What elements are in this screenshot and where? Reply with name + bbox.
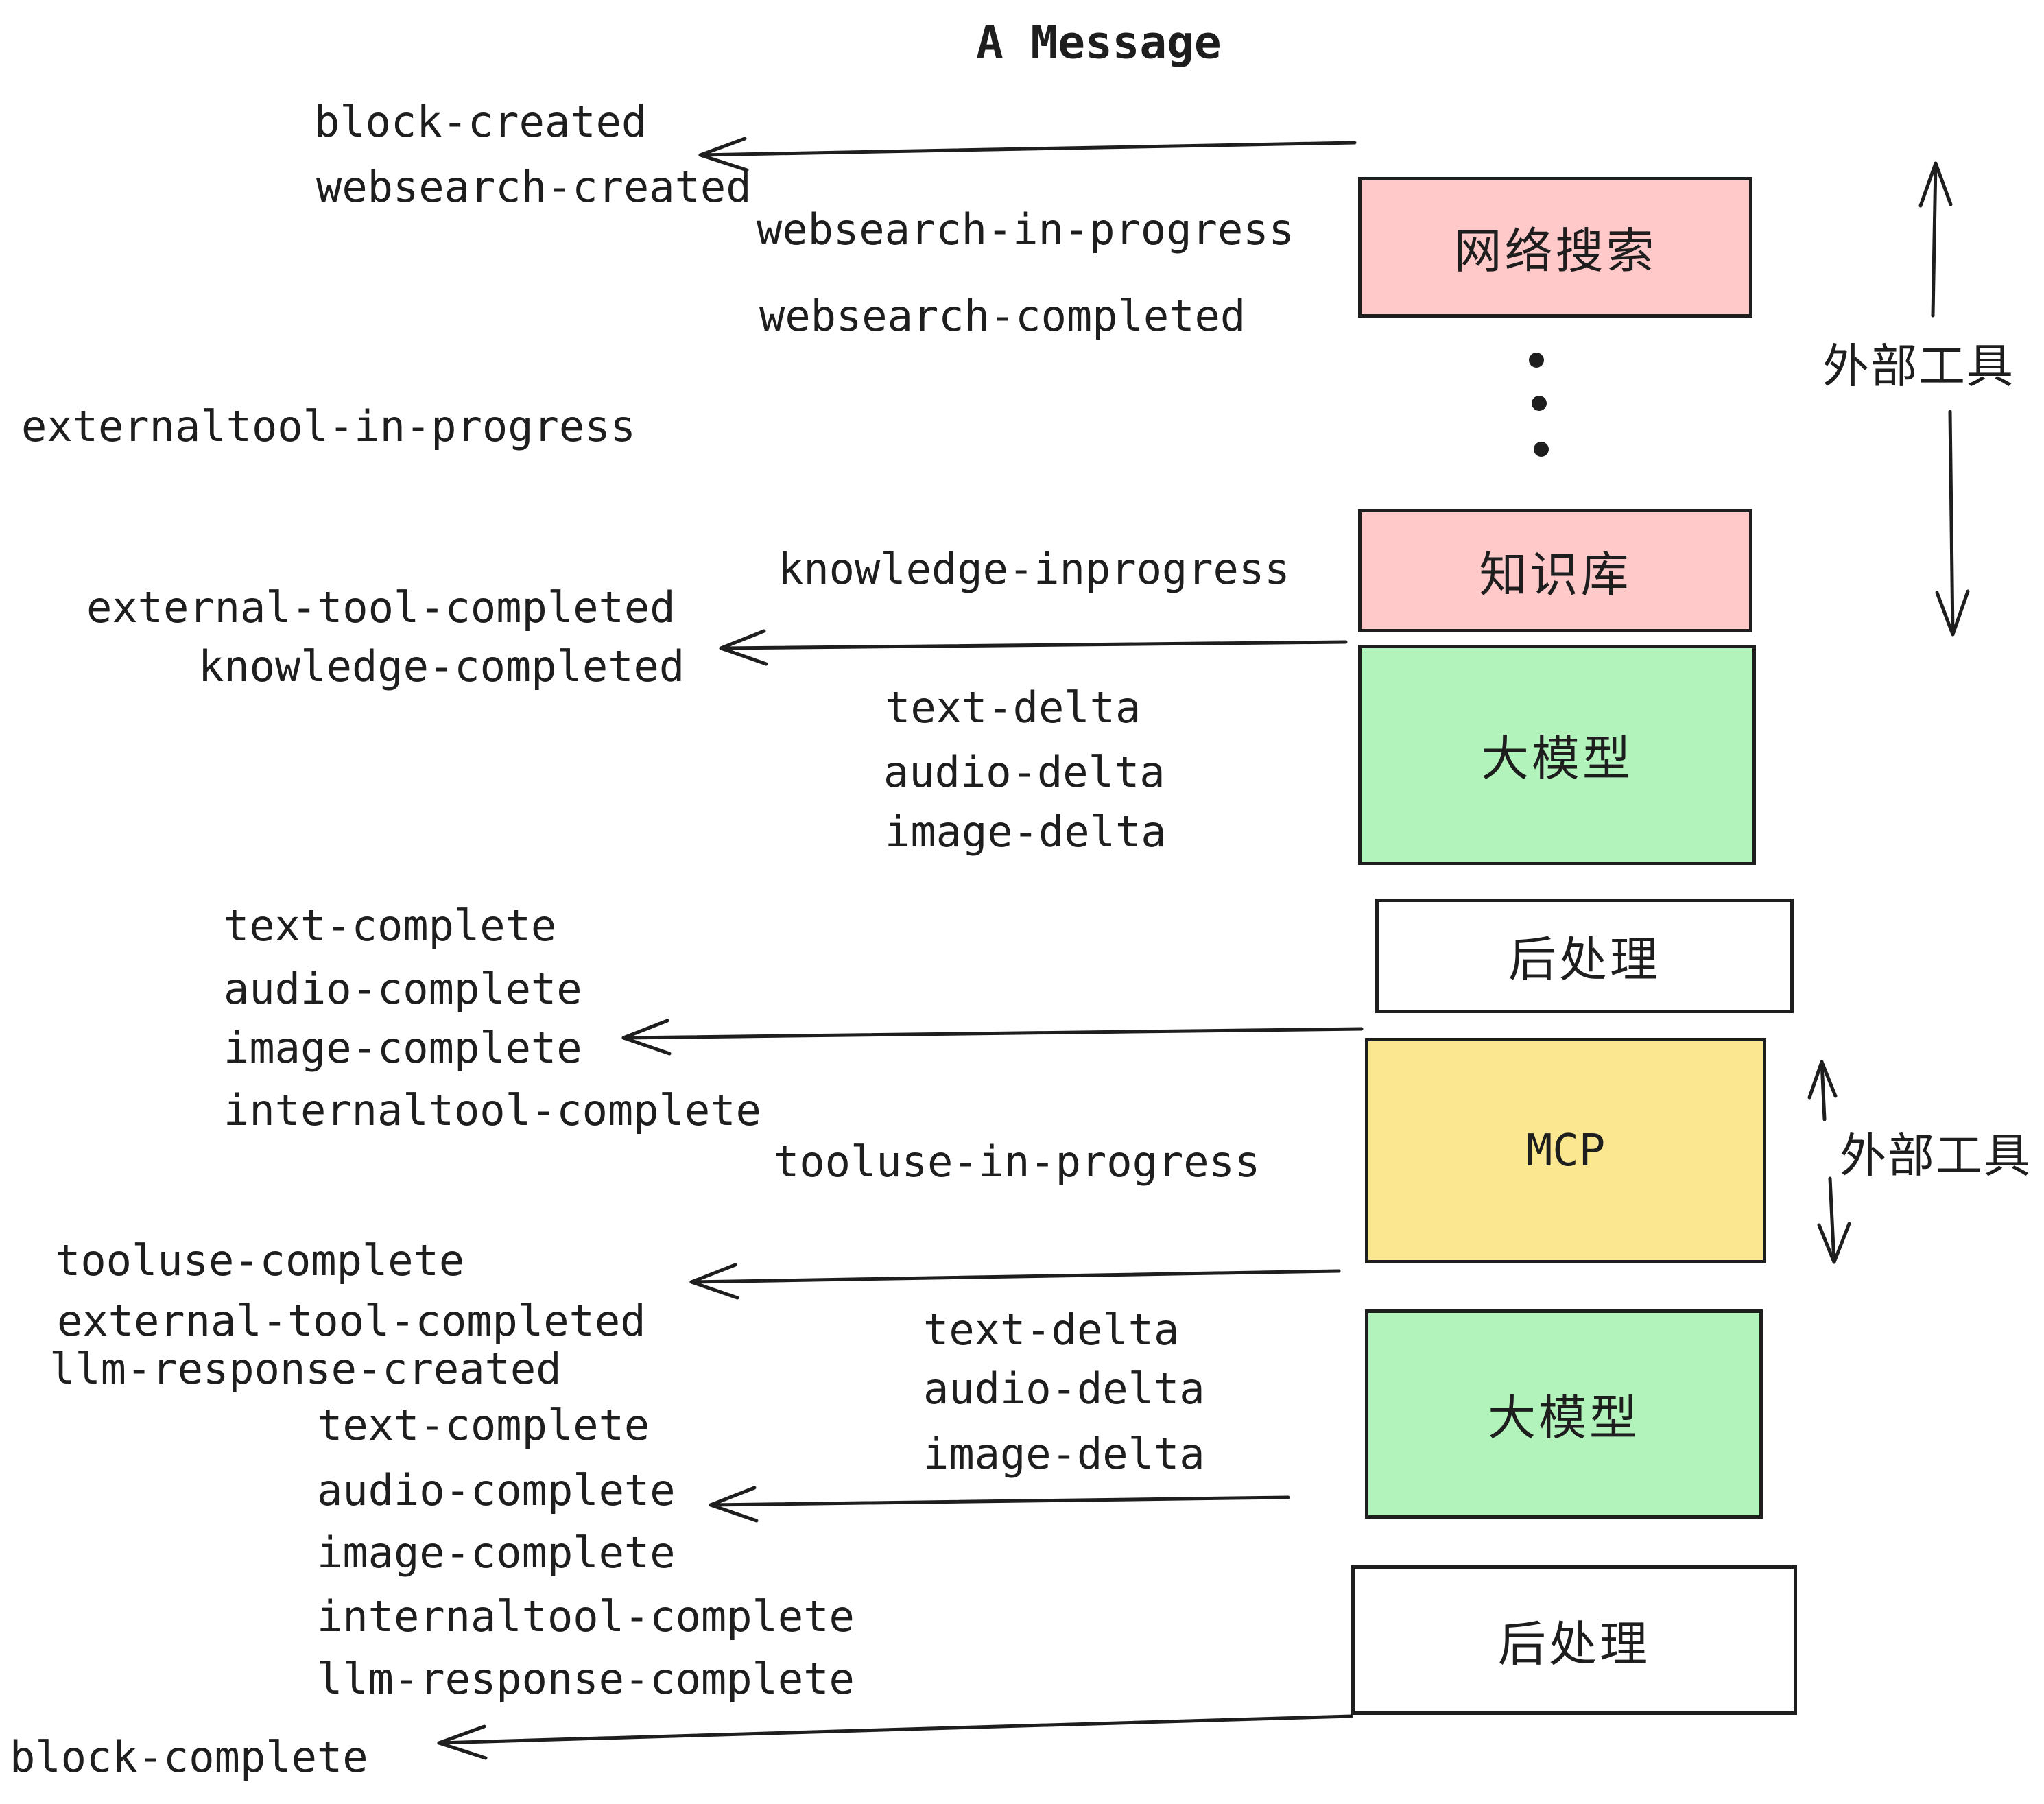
event-internaltool-complete-1: internaltool-complete <box>224 1085 761 1135</box>
event-image-complete-2: image-complete <box>317 1528 676 1578</box>
box-postprocess-1: 后处理 <box>1375 899 1794 1013</box>
side-label-external-tools-2: 外部工具 <box>1840 1129 2032 1184</box>
event-external-tool-completed-1: external-tool-completed <box>86 582 676 632</box>
diagram-title: A Message <box>976 16 1222 69</box>
diagonal-arrow-block-complete <box>437 1714 1353 1760</box>
event-websearch-created: websearch-created <box>316 162 752 212</box>
event-websearch-completed: websearch-completed <box>759 291 1246 341</box>
event-knowledge-inprogress: knowledge-inprogress <box>778 544 1290 594</box>
side-label-external-tools-1: 外部工具 <box>1822 340 2015 394</box>
event-image-delta-2: image-delta <box>923 1429 1205 1479</box>
event-externaltool-in-progress: externaltool-in-progress <box>21 401 636 451</box>
event-audio-complete-2: audio-complete <box>317 1465 676 1515</box>
event-image-complete-1: image-complete <box>224 1023 582 1073</box>
event-audio-complete-1: audio-complete <box>224 964 582 1014</box>
event-tooluse-complete: tooluse-complete <box>55 1235 465 1285</box>
box-postprocess-2: 后处理 <box>1351 1565 1797 1715</box>
event-text-delta-1: text-delta <box>885 683 1141 733</box>
event-tooluse-in-progress: tooluse-in-progress <box>774 1137 1261 1187</box>
box-llm-1: 大模型 <box>1358 645 1756 865</box>
event-audio-delta-1: audio-delta <box>883 747 1165 797</box>
up-arrow-external-tools-2 <box>1807 1060 1838 1121</box>
box-llm-2: 大模型 <box>1365 1309 1763 1519</box>
event-text-complete-1: text-complete <box>224 901 557 951</box>
left-arrow-block-created <box>698 137 1357 172</box>
event-internaltool-complete-2: internaltool-complete <box>317 1591 855 1641</box>
left-arrow-knowledge-completed <box>719 629 1348 666</box>
event-llm-response-complete: llm-response-complete <box>317 1654 855 1704</box>
left-arrow-image-complete-1 <box>621 1019 1364 1056</box>
event-knowledge-completed: knowledge-completed <box>198 641 685 691</box>
down-arrow-external-tools-2 <box>1817 1176 1851 1264</box>
event-block-complete: block-complete <box>10 1732 368 1782</box>
box-knowledge-base: 知识库 <box>1358 509 1752 632</box>
box-websearch: 网络搜索 <box>1358 177 1752 318</box>
down-arrow-external-tools-1 <box>1935 410 1970 637</box>
event-external-tool-completed-2: external-tool-completed <box>57 1296 646 1346</box>
up-arrow-external-tools-1 <box>1918 161 1953 318</box>
event-llm-response-created: llm-response-created <box>49 1344 562 1394</box>
event-image-delta-1: image-delta <box>885 807 1167 857</box>
event-text-complete-2: text-complete <box>317 1400 650 1450</box>
left-arrow-audio-complete-2 <box>709 1486 1290 1523</box>
event-websearch-in-progress: websearch-in-progress <box>757 204 1294 254</box>
vertical-ellipsis-dots <box>1529 353 1549 457</box>
left-arrow-tooluse-complete <box>689 1263 1341 1300</box>
event-text-delta-2: text-delta <box>923 1305 1180 1355</box>
box-mcp: MCP <box>1365 1038 1766 1263</box>
event-audio-delta-2: audio-delta <box>923 1364 1205 1414</box>
event-block-created: block-created <box>314 97 647 147</box>
